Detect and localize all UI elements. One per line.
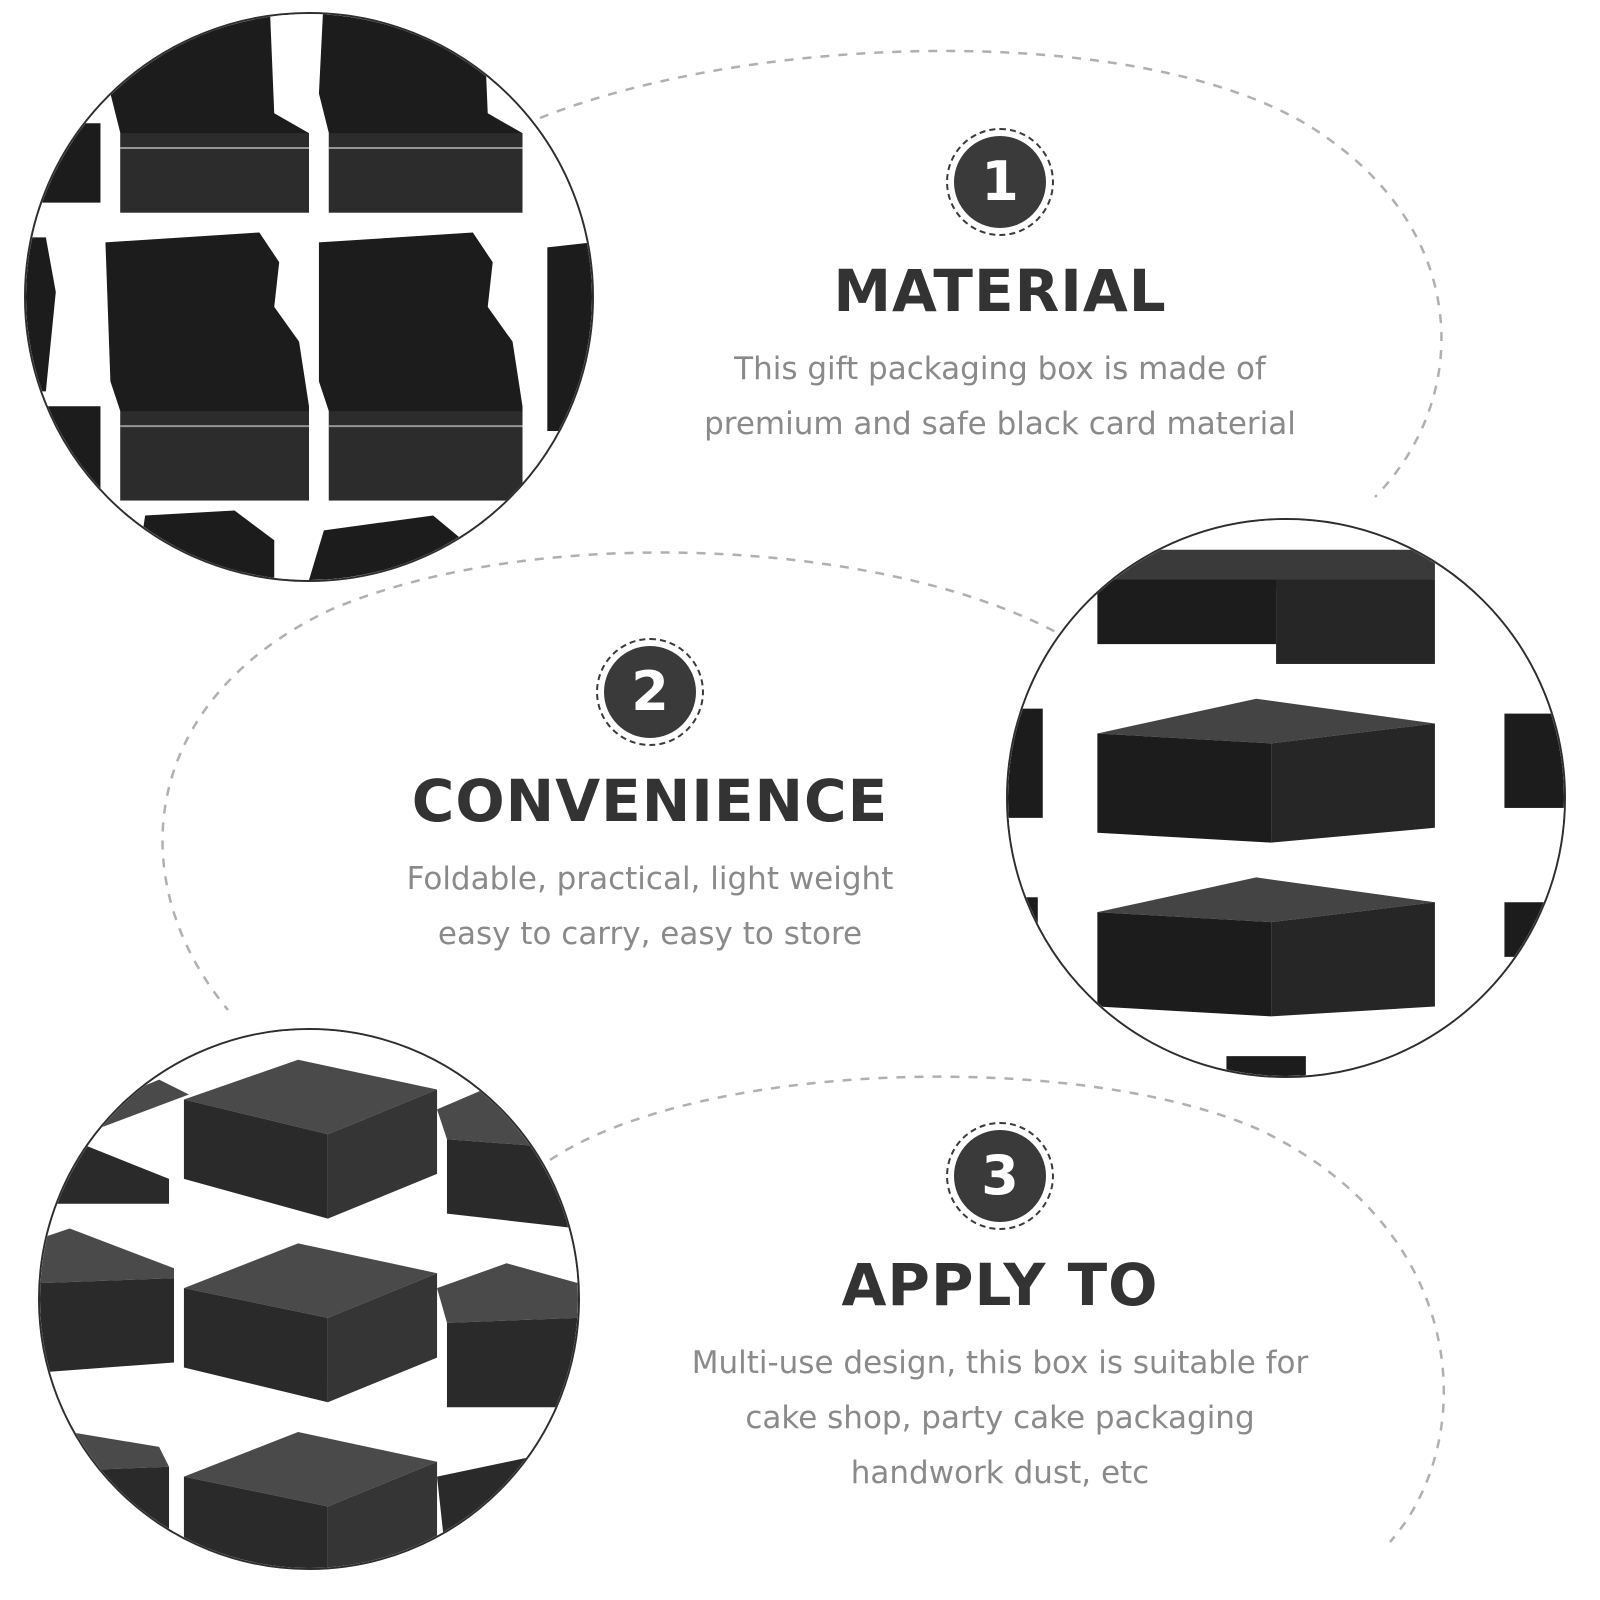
photo-open-boxes bbox=[24, 12, 594, 582]
feature-title: APPLY TO bbox=[841, 1251, 1159, 1319]
number-badge-3: 3 bbox=[946, 1122, 1054, 1230]
feature-material: 1 MATERIAL This gift packaging box is ma… bbox=[640, 128, 1360, 452]
feature-description: Multi-use design, this box is suitable f… bbox=[640, 1336, 1360, 1501]
number-badge-1: 1 bbox=[946, 128, 1054, 236]
badge-number: 3 bbox=[954, 1130, 1046, 1222]
photo-stacked-boxes bbox=[1006, 518, 1566, 1078]
badge-number: 2 bbox=[604, 646, 696, 738]
angled-boxes-illustration bbox=[40, 1030, 578, 1568]
feature-description: This gift packaging box is made of premi… bbox=[640, 342, 1360, 452]
dashed-curve-3 bbox=[549, 1075, 1445, 1543]
feature-title: CONVENIENCE bbox=[411, 767, 889, 835]
dashed-curve-2 bbox=[161, 551, 1071, 1011]
photo-angled-boxes bbox=[38, 1028, 580, 1570]
description-line: easy to carry, easy to store bbox=[437, 915, 863, 952]
description-line: This gift packaging box is made of bbox=[734, 350, 1266, 387]
description-line: handwork dust, etc bbox=[850, 1454, 1150, 1491]
number-badge-2: 2 bbox=[596, 638, 704, 746]
feature-description: Foldable, practical, light weight easy t… bbox=[290, 852, 1010, 962]
badge-number: 1 bbox=[954, 136, 1046, 228]
open-boxes-illustration bbox=[26, 14, 592, 580]
feature-apply-to: 3 APPLY TO Multi-use design, this box is… bbox=[640, 1122, 1360, 1501]
description-line: cake shop, party cake packaging bbox=[745, 1399, 1255, 1436]
description-line: Multi-use design, this box is suitable f… bbox=[691, 1344, 1309, 1381]
description-line: premium and safe black card material bbox=[704, 405, 1296, 442]
stacked-boxes-illustration bbox=[1008, 520, 1564, 1076]
description-line: Foldable, practical, light weight bbox=[406, 860, 894, 897]
feature-convenience: 2 CONVENIENCE Foldable, practical, light… bbox=[290, 638, 1010, 962]
feature-title: MATERIAL bbox=[833, 257, 1167, 325]
